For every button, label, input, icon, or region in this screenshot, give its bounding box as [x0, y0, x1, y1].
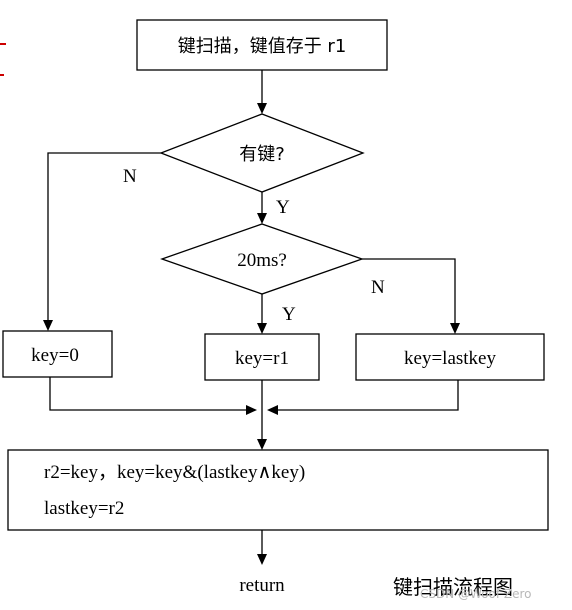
key-last-box — [355, 333, 545, 381]
arrowhead-merge-left — [246, 405, 257, 415]
process-line1: r2=key，key=key&(lastkey∧key) — [44, 462, 305, 483]
key-zero-box — [2, 330, 113, 378]
end-label: return — [239, 575, 285, 596]
key-r1-box — [204, 333, 320, 381]
process-line2: lastkey=r2 — [44, 498, 124, 519]
arrowhead-key-check — [257, 103, 267, 114]
arrowhead-return — [257, 554, 267, 565]
arrowhead-20ms-check — [257, 213, 267, 224]
connector-key-last-merge — [276, 380, 459, 411]
edge-mark-top — [0, 43, 6, 45]
arrowhead-process — [257, 439, 267, 450]
arrowhead-key-last — [450, 323, 460, 334]
label-key-no: N — [123, 166, 137, 187]
connector-key-no — [47, 152, 161, 322]
label-20ms-yes: Y — [282, 304, 296, 325]
process-box — [7, 449, 549, 531]
decision-20ms-label: 20ms? — [237, 250, 287, 271]
key-zero-label: key=0 — [31, 345, 79, 366]
connector-20ms-no — [362, 258, 456, 325]
key-r1-label: key=r1 — [235, 348, 289, 369]
watermark-text: CSDN @Woof Zero — [420, 587, 532, 601]
key-last-label: key=lastkey — [404, 348, 496, 369]
arrowhead-merge-right — [267, 405, 278, 415]
diagram-caption: 键扫描流程图 — [393, 575, 513, 599]
label-20ms-no: N — [371, 277, 385, 298]
decision-key-label: 有键? — [239, 144, 285, 165]
arrowhead-key-zero — [43, 320, 53, 331]
arrowhead-key-r1 — [257, 323, 267, 334]
label-key-yes: Y — [276, 197, 290, 218]
edge-mark-bottom — [0, 74, 4, 76]
start-label: 键扫描，键值存于 r1 — [178, 36, 347, 57]
connector-key-zero-merge — [49, 377, 248, 411]
start-box — [136, 19, 388, 71]
